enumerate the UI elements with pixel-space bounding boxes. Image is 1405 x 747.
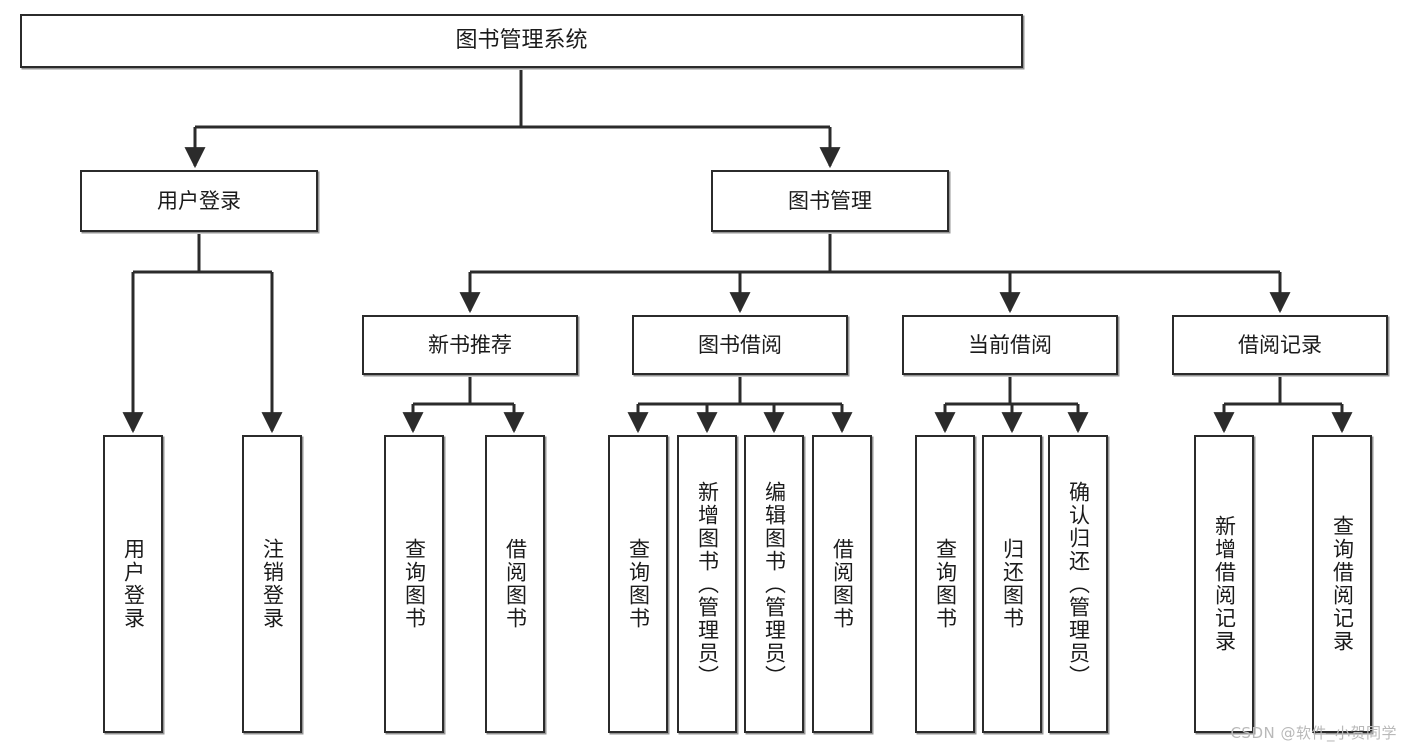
node-label: 图书管理 xyxy=(788,188,872,213)
node-label: 用户登录 xyxy=(121,538,146,630)
leaf-add-borrow-record[interactable]: 新增借阅记录 xyxy=(1194,435,1254,733)
leaf-user-logout[interactable]: 注销登录 xyxy=(242,435,302,733)
node-label: 新增借阅记录 xyxy=(1212,515,1237,653)
node-book-manage[interactable]: 图书管理 xyxy=(711,170,949,232)
node-book-borrow[interactable]: 图书借阅 xyxy=(632,315,848,375)
leaf-query-book-current[interactable]: 查询图书 xyxy=(915,435,975,733)
node-label: 查询图书 xyxy=(402,538,427,630)
leaf-borrow-book-borrow[interactable]: 借阅图书 xyxy=(812,435,872,733)
node-label: 当前借阅 xyxy=(968,332,1052,357)
node-label: 借阅图书 xyxy=(503,538,528,630)
node-new-book-rec[interactable]: 新书推荐 xyxy=(362,315,578,375)
node-label: 用户登录 xyxy=(157,188,241,213)
node-label: 查询图书 xyxy=(626,538,651,630)
node-label: 归还图书 xyxy=(1000,538,1025,630)
node-label: 查询借阅记录 xyxy=(1330,515,1355,653)
node-label: 确认归还（管理员） xyxy=(1066,480,1091,688)
node-label: 新增图书（管理员） xyxy=(695,480,720,688)
node-label: 新书推荐 xyxy=(428,332,512,357)
leaf-add-book-admin[interactable]: 新增图书（管理员） xyxy=(677,435,737,733)
leaf-return-book[interactable]: 归还图书 xyxy=(982,435,1042,733)
node-label: 图书借阅 xyxy=(698,332,782,357)
node-label: 借阅图书 xyxy=(830,538,855,630)
node-label: 注销登录 xyxy=(260,538,285,630)
node-borrow-record[interactable]: 借阅记录 xyxy=(1172,315,1388,375)
node-current-borrow[interactable]: 当前借阅 xyxy=(902,315,1118,375)
leaf-user-login[interactable]: 用户登录 xyxy=(103,435,163,733)
node-label: 借阅记录 xyxy=(1238,332,1322,357)
leaf-query-book-new-rec[interactable]: 查询图书 xyxy=(384,435,444,733)
leaf-borrow-book-new-rec[interactable]: 借阅图书 xyxy=(485,435,545,733)
node-label: 编辑图书（管理员） xyxy=(762,480,787,688)
watermark: CSDN @软件_小贺同学 xyxy=(1230,724,1397,742)
leaf-confirm-return-admin[interactable]: 确认归还（管理员） xyxy=(1048,435,1108,733)
node-label: 查询图书 xyxy=(933,538,958,630)
leaf-edit-book-admin[interactable]: 编辑图书（管理员） xyxy=(744,435,804,733)
leaf-query-book-borrow[interactable]: 查询图书 xyxy=(608,435,668,733)
leaf-query-borrow-record[interactable]: 查询借阅记录 xyxy=(1312,435,1372,733)
node-label: 图书管理系统 xyxy=(455,28,588,54)
node-root-system[interactable]: 图书管理系统 xyxy=(20,14,1023,68)
node-user-login[interactable]: 用户登录 xyxy=(80,170,318,232)
